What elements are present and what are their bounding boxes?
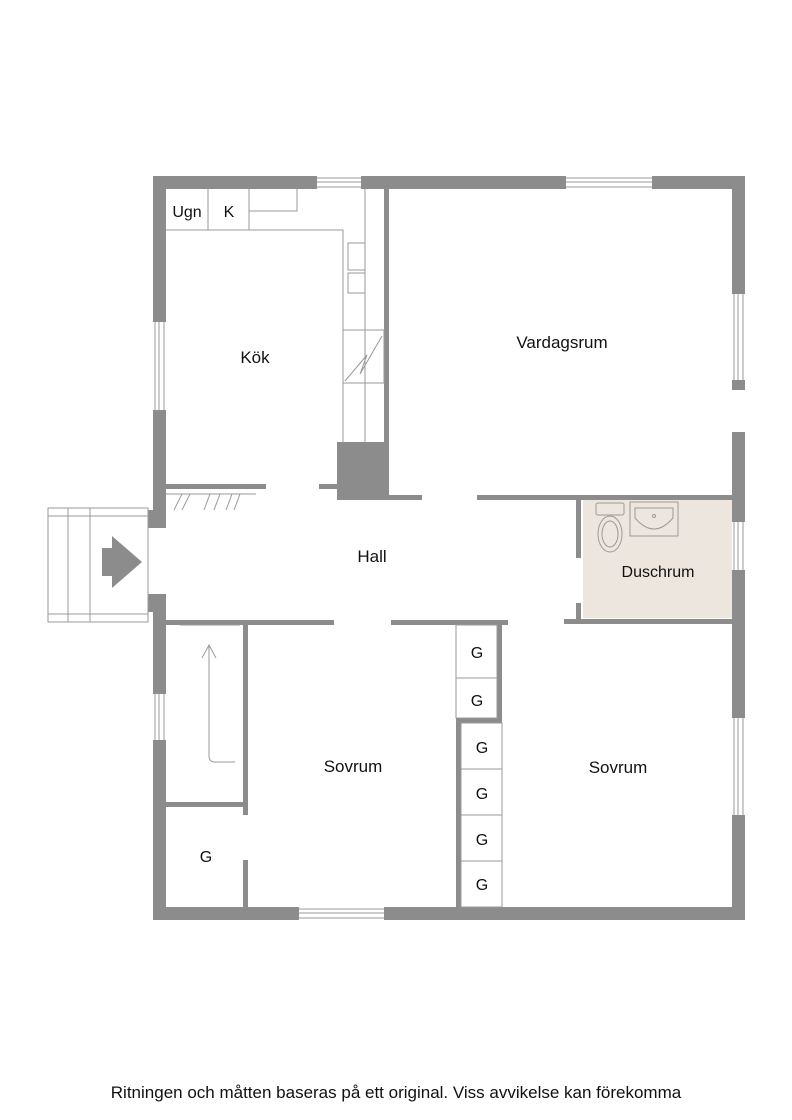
outer-wall-right	[732, 815, 745, 920]
room-label-bedroom-left: Sovrum	[324, 757, 383, 776]
outer-wall-right	[732, 176, 745, 294]
wall-bedrooms-divider-lower	[456, 718, 502, 723]
outer-wall-left	[153, 740, 166, 920]
outer-wall-right	[732, 432, 745, 522]
outer-wall-right	[732, 380, 745, 390]
entrance-opening	[148, 528, 166, 594]
closet-label: G	[476, 832, 488, 849]
wall-kitchen-counter-right	[388, 495, 422, 500]
window-bottom-bedroom	[299, 908, 384, 919]
fridge-label: K	[224, 204, 235, 221]
entrance-arrow-icon	[102, 536, 142, 588]
wall-shower-bottom	[564, 619, 732, 624]
outer-wall-left	[153, 410, 166, 510]
wall-kitchen-hall-left	[166, 484, 266, 489]
closet-label: G	[476, 786, 488, 803]
outer-wall-bottom	[384, 907, 745, 920]
wall-left-bedroom-closet	[243, 625, 248, 815]
outer-wall-right	[732, 570, 745, 718]
outer-wall-bottom	[153, 907, 299, 920]
wall-left-bedroom-closet-h	[166, 802, 248, 807]
wall-left-closet-stub	[243, 860, 248, 907]
room-label-bedroom-right: Sovrum	[589, 758, 648, 777]
window-right-shower	[733, 522, 744, 570]
closet-label: G	[476, 740, 488, 757]
wall-hall-bedroom-mid	[391, 620, 508, 625]
closet-label: G	[476, 877, 488, 894]
window-left-kitchen	[154, 322, 165, 410]
closet-group-right	[455, 624, 503, 908]
shower-room-floor	[583, 500, 732, 618]
closet-label: G	[200, 849, 212, 866]
outer-wall-left	[153, 597, 166, 694]
wall-shower-left-stub	[576, 603, 581, 620]
room-label-shower: Duschrum	[622, 564, 695, 581]
wardrobe-left	[180, 624, 240, 763]
wall-kitchen-hall-stub	[319, 484, 339, 489]
wall-hall-bedroom-left	[166, 620, 334, 625]
wall-kitchen-living	[384, 189, 389, 500]
toilet-icon	[595, 502, 625, 553]
window-right-bedroom	[733, 718, 744, 815]
closet-label: G	[471, 693, 483, 710]
disclaimer-text: Ritningen och måtten baseras på ett orig…	[110, 1083, 682, 1102]
room-label-living: Vardagsrum	[516, 333, 607, 352]
wall-shower-left	[576, 500, 581, 558]
closet-label: G	[471, 645, 483, 662]
outer-wall-top	[153, 176, 317, 189]
oven-label: Ugn	[172, 204, 201, 221]
room-label-hall: Hall	[357, 547, 386, 566]
entrance-jamb-top	[148, 510, 166, 528]
kitchen-counter	[166, 189, 385, 442]
hall-shelf-hatch	[166, 493, 256, 511]
outer-wall-left	[153, 176, 166, 322]
window-right-living	[733, 294, 744, 380]
room-label-kitchen: Kök	[240, 348, 270, 367]
floor-plan: Ugn K G G G G G G G Kö	[47, 176, 745, 920]
wall-living-hall	[477, 495, 732, 500]
chimney	[337, 442, 389, 500]
window-left-bedroom	[154, 694, 165, 740]
window-top-kitchen	[317, 177, 361, 188]
window-top-living	[566, 177, 652, 188]
outer-wall-top	[652, 176, 745, 189]
sink-icon	[629, 501, 679, 537]
wall-bedrooms-divider-lower-v	[456, 718, 461, 907]
entrance-jamb-bottom	[148, 594, 166, 612]
entrance-steps	[47, 507, 149, 623]
wall-bedrooms-divider	[497, 620, 502, 722]
outer-wall-top	[361, 176, 566, 189]
